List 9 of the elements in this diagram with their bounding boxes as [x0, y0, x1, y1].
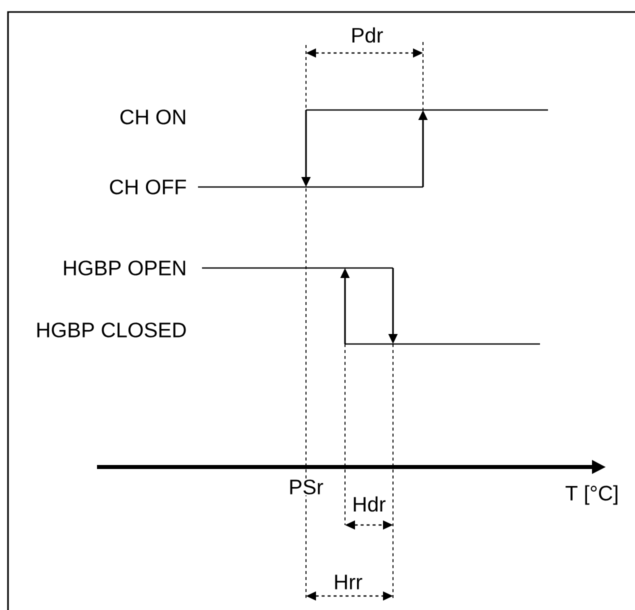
state-label: CH OFF — [110, 180, 186, 194]
dimension-label: Pdr — [352, 27, 383, 43]
dimension-label: Hrr — [332, 574, 364, 590]
dimension-label: Hdr — [351, 495, 387, 513]
state-label: HGBP OPEN — [64, 260, 186, 276]
state-label: HGBP CLOSED — [37, 322, 186, 338]
state-label: CH ON — [120, 110, 186, 124]
axis-value-label: PSr — [288, 478, 324, 496]
axis-label: T [°C] — [566, 485, 618, 505]
